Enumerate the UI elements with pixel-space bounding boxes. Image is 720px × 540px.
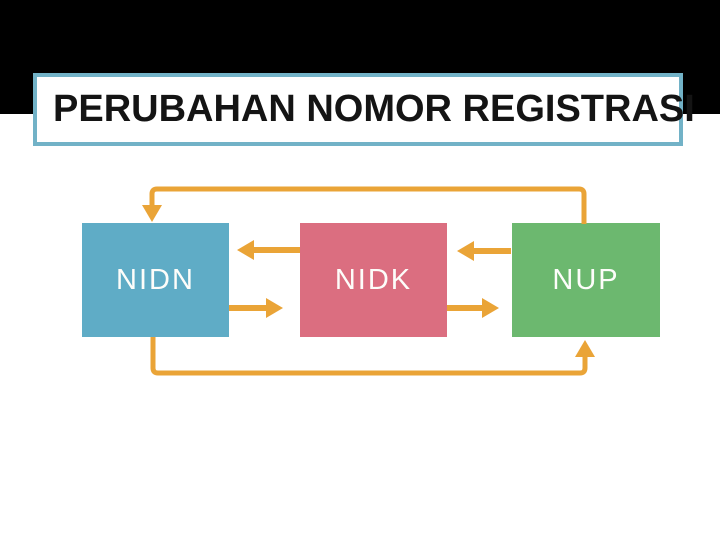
node-nidk-label: NIDK bbox=[334, 263, 413, 296]
arrow-nidn-to-nidk bbox=[229, 298, 283, 318]
arrow-nidk-to-nup bbox=[447, 298, 499, 318]
node-nidn: NIDN bbox=[82, 223, 229, 337]
node-nup: NUP bbox=[512, 223, 660, 337]
title-box: PERUBAHAN NOMOR REGISTRASI bbox=[33, 73, 695, 146]
node-nidn-label: NIDN bbox=[116, 263, 195, 296]
node-nidk: NIDK bbox=[300, 223, 447, 337]
page-title: PERUBAHAN NOMOR REGISTRASI bbox=[53, 88, 695, 130]
arrow-nidn-to-nup-bottom-loop bbox=[150, 337, 595, 376]
arrow-nidk-to-nidn bbox=[237, 240, 300, 260]
node-nup-label: NUP bbox=[552, 263, 620, 296]
arrow-nup-to-nidk bbox=[457, 241, 511, 261]
arrow-nup-to-nidn-top-loop bbox=[142, 186, 587, 224]
